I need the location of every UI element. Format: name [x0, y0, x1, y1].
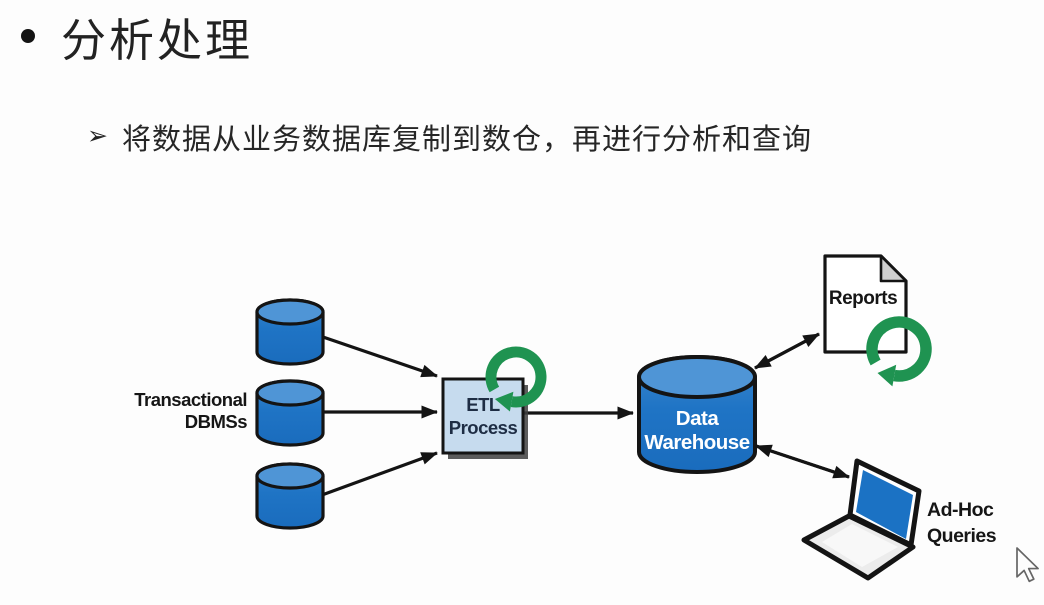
arrow-reports-warehouse: [754, 332, 820, 370]
page-title: 分析处理: [61, 15, 254, 66]
adhoc-queries-node: Ad-Hoc Queries: [801, 458, 997, 581]
sub-bullet: ➢ 将数据从业务数据库复制到数仓，再进行分析和查询: [87, 116, 812, 158]
etl-process-node: ETL Process: [441, 346, 547, 459]
transactional-label-line2: DBMSs: [185, 411, 247, 432]
etl-box: [441, 377, 525, 455]
laptop-icon: [801, 458, 922, 581]
transactional-label-line1: Transactional: [134, 389, 247, 410]
reports-label: Reports: [829, 288, 897, 309]
warehouse-label-line2: Warehouse: [644, 431, 749, 454]
arrow-db1-to-etl: [322, 335, 438, 378]
arrow-adhoc-warehouse: [755, 444, 850, 479]
flow-arrows: [321, 332, 850, 497]
data-warehouse-node: Data Warehouse: [637, 355, 757, 474]
bullet-marker: [21, 29, 35, 43]
database-cylinder-icon: [255, 379, 325, 447]
etl-label-line2: Process: [449, 417, 518, 438]
warehouse-label-line1: Data: [676, 407, 720, 430]
arrow-db3-to-etl: [321, 451, 438, 497]
adhoc-label-line2: Queries: [927, 525, 997, 547]
database-cylinder-icon: [255, 298, 325, 366]
arrowhead-bullet-icon: ➢: [87, 122, 108, 150]
transactional-dbms-group: Transactional DBMSs: [134, 298, 325, 530]
refresh-icon: [485, 346, 547, 412]
etl-label-line1: ETL: [466, 394, 500, 415]
adhoc-label-line1: Ad-Hoc: [927, 499, 994, 521]
sub-bullet-text: 将数据从业务数据库复制到数仓，再进行分析和查询: [121, 124, 812, 156]
reports-node: Reports: [823, 254, 932, 387]
mouse-cursor: [1016, 547, 1039, 583]
document-fold: [879, 254, 908, 283]
refresh-icon: [866, 316, 932, 387]
database-cylinder-icon: [255, 462, 325, 530]
